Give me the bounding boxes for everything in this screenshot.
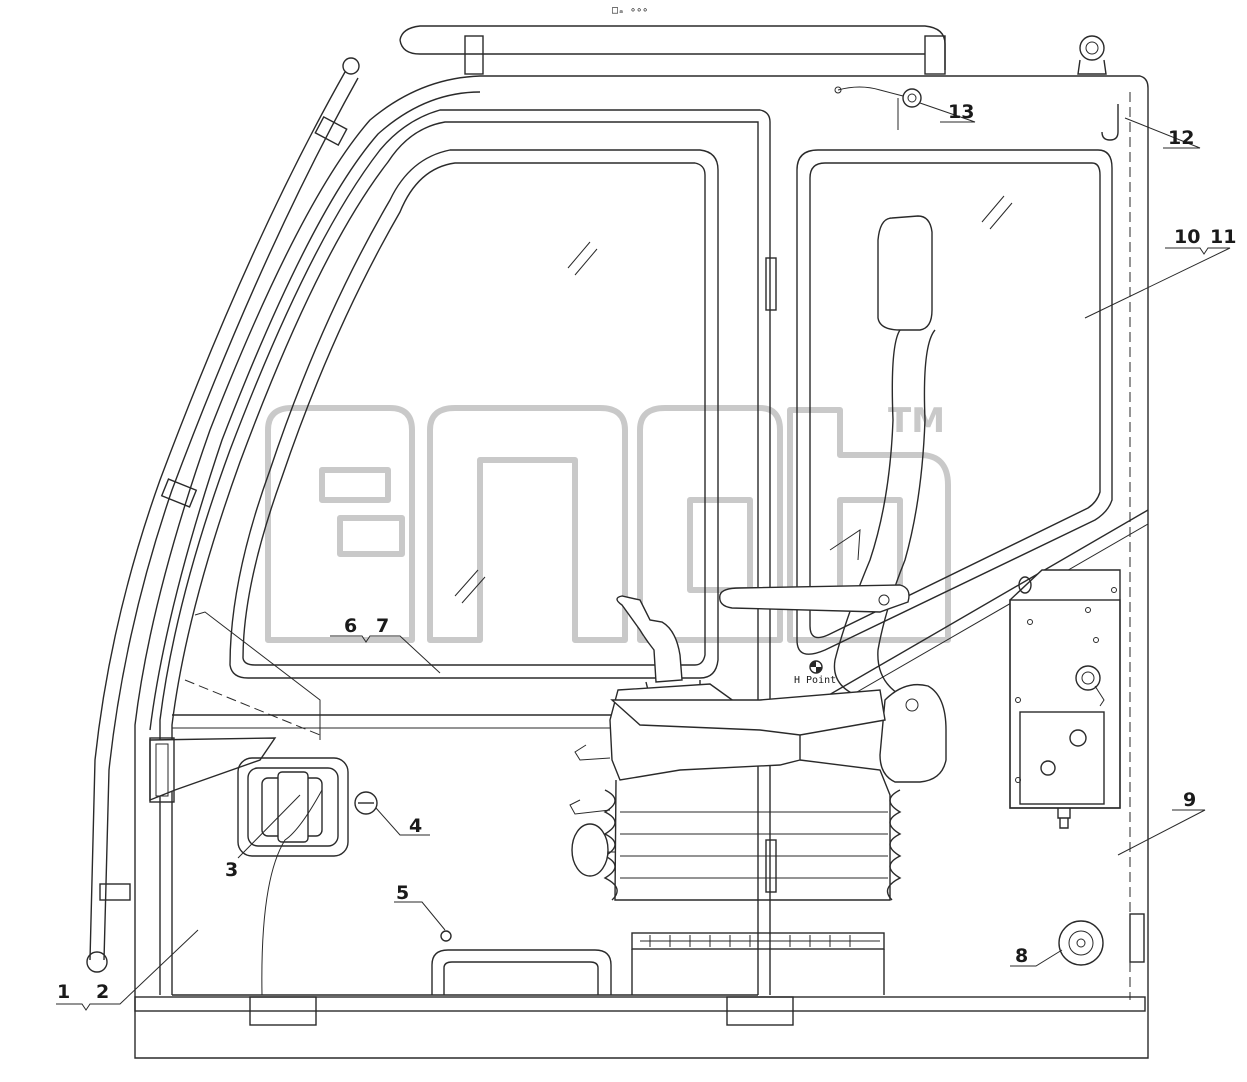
rear-panel-slot [1129,913,1145,963]
operator-seat [719,215,947,783]
h-point-marker: H Point [794,660,836,686]
callout-13: 13 [948,101,974,123]
joystick-console [569,595,902,901]
cab-floor-rail [134,994,1146,1026]
callout-7: 7 [376,615,389,637]
callout-3: 3 [225,859,238,881]
callout-1: 1 [57,981,70,1003]
callout-4: 4 [409,815,422,837]
top-mark: □ₐ ∘∘∘ [612,5,648,16]
room-lamp-part-13 [834,86,922,130]
plug-part-4 [354,791,378,815]
callout-11: 11 [1210,226,1236,248]
left-handrail [86,57,360,973]
seat-slide-rail [631,932,885,995]
bolt-part-5 [440,930,452,942]
watermark-logo: TM [265,401,951,643]
coat-hook-part-12 [1101,104,1119,141]
floor-handle [431,949,612,995]
watermark-tm: TM [888,401,945,441]
callout-6: 6 [344,615,357,637]
callout-5: 5 [396,882,409,904]
callout-labels: 1 2 3 4 5 6 7 8 9 10 11 12 13 [57,101,1236,1003]
door-handle [237,757,349,996]
callout-2: 2 [96,981,109,1003]
h-point-label: H Point [794,675,836,686]
callout-8: 8 [1015,945,1028,967]
callout-9: 9 [1183,789,1196,811]
door-frame [159,109,777,995]
controller-box [1009,569,1121,829]
door-latch [149,611,321,803]
leader-lines [56,102,1231,1011]
ashtray-part-8 [1058,920,1104,966]
roof-grab-rail [399,25,946,75]
lifting-eye [1077,35,1107,75]
callout-10: 10 [1174,226,1200,248]
callout-12: 12 [1168,127,1194,149]
